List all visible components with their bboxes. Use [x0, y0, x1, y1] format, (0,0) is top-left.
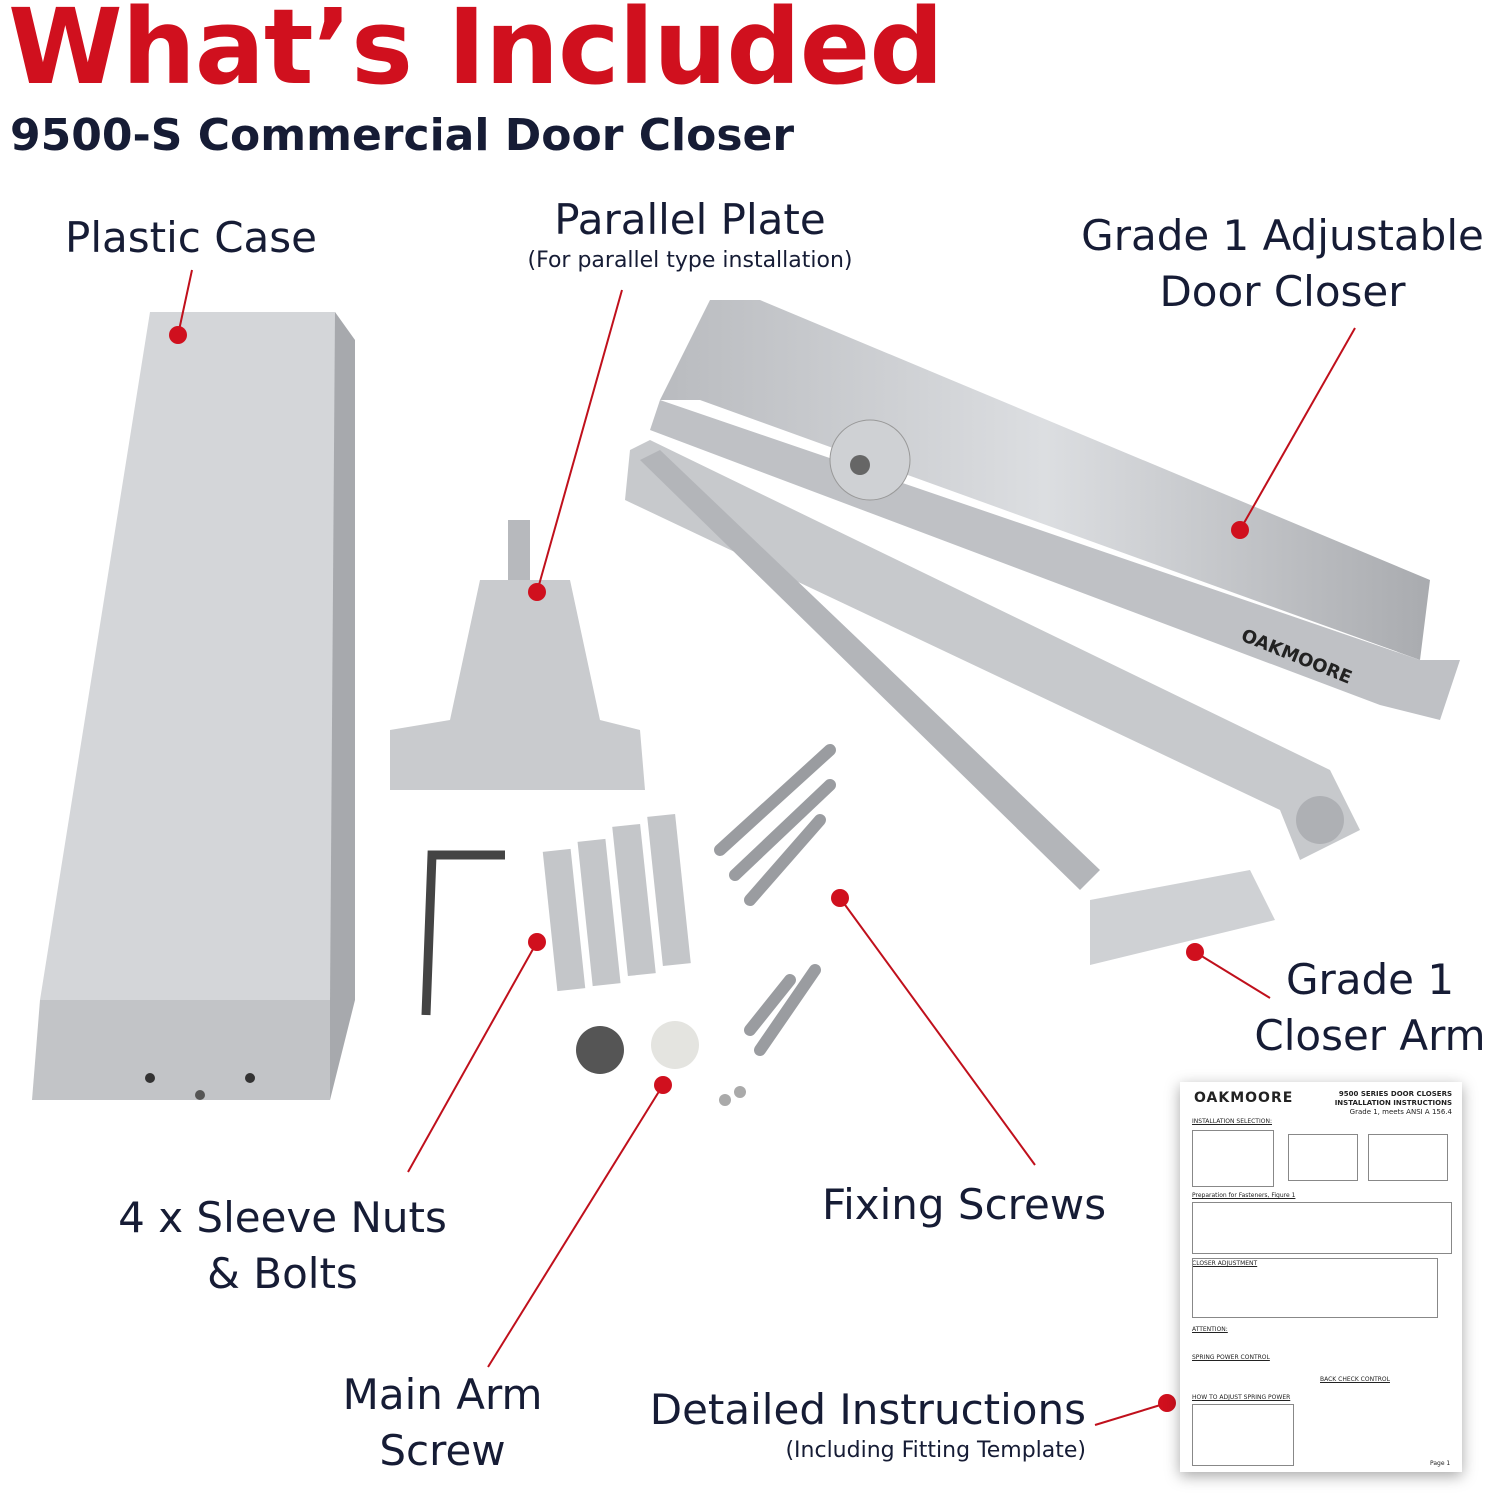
label-main-arm-screw: Main Arm Screw — [330, 1367, 555, 1479]
label-sleeve-nuts: 4 x Sleeve Nuts & Bolts — [100, 1190, 465, 1302]
label-door-closer: Grade 1 Adjustable Door Closer — [1065, 208, 1500, 320]
label-plastic-case: Plastic Case — [65, 213, 317, 262]
closer-arm-image — [625, 440, 1360, 965]
label-closer-arm-line2: Closer Arm — [1254, 1011, 1486, 1060]
sheet-heading2: INSTALLATION INSTRUCTIONS — [1334, 1099, 1452, 1107]
sheet-section: HOW TO ADJUST SPRING POWER — [1192, 1394, 1291, 1401]
sheet-heading1: 9500 SERIES DOOR CLOSERS — [1338, 1090, 1452, 1098]
sheet-page-number: Page 1 — [1430, 1460, 1451, 1467]
label-instructions-note: (Including Fitting Template) — [785, 1438, 1086, 1463]
label-door-closer-line2: Door Closer — [1159, 267, 1406, 316]
label-instructions-title: Detailed Instructions — [649, 1385, 1086, 1434]
plastic-case-image — [32, 312, 355, 1100]
callout-dots — [169, 326, 1249, 1412]
label-fixing-screws: Fixing Screws — [822, 1180, 1107, 1229]
label-parallel-plate-title: Parallel Plate — [554, 195, 826, 244]
fixing-screws-image — [714, 744, 836, 1056]
sheet-section: SPRING POWER CONTROL — [1192, 1354, 1270, 1361]
allen-key-image — [421, 850, 505, 1016]
sheet-section: CLOSER ADJUSTMENT — [1192, 1260, 1258, 1267]
label-parallel-plate-note: (For parallel type installation) — [527, 248, 853, 273]
page-subtitle: 9500-S Commercial Door Closer — [10, 110, 795, 161]
sheet-heading: 9500 SERIES DOOR CLOSERS INSTALLATION IN… — [1335, 1090, 1452, 1117]
label-sleeve-line2: & Bolts — [207, 1249, 358, 1298]
label-main-arm-line1: Main Arm — [342, 1370, 543, 1419]
sheet-brand: OAKMOORE — [1194, 1090, 1294, 1106]
label-closer-arm: Grade 1 Closer Arm — [1240, 952, 1500, 1064]
label-parallel-plate: Parallel Plate (For parallel type instal… — [495, 192, 885, 274]
label-closer-arm-line1: Grade 1 — [1285, 955, 1455, 1004]
door-closer-image: OAKMOORE — [650, 300, 1460, 720]
parallel-plate-image — [390, 520, 645, 790]
label-door-closer-line1: Grade 1 Adjustable — [1081, 211, 1484, 260]
sheet-section: INSTALLATION SELECTION: — [1192, 1118, 1272, 1125]
sheet-section: Preparation for Fasteners, Figure 1 — [1192, 1192, 1296, 1199]
sheet-heading3: Grade 1, meets ANSI A 156.4 — [1349, 1108, 1452, 1116]
sheet-section: BACK CHECK CONTROL — [1320, 1376, 1390, 1383]
label-sleeve-line1: 4 x Sleeve Nuts — [118, 1193, 447, 1242]
sheet-section: ATTENTION: — [1192, 1326, 1228, 1333]
label-instructions: Detailed Instructions (Including Fitting… — [603, 1382, 1086, 1464]
label-main-arm-line2: Screw — [379, 1426, 506, 1475]
page-title: What’s Included — [8, 0, 944, 108]
main-arm-screw-image — [576, 1021, 746, 1106]
sleeve-bolts-image — [542, 813, 691, 992]
callout-lines — [177, 269, 1356, 1426]
instruction-sheet: OAKMOORE 9500 SERIES DOOR CLOSERS INSTAL… — [1180, 1082, 1462, 1472]
